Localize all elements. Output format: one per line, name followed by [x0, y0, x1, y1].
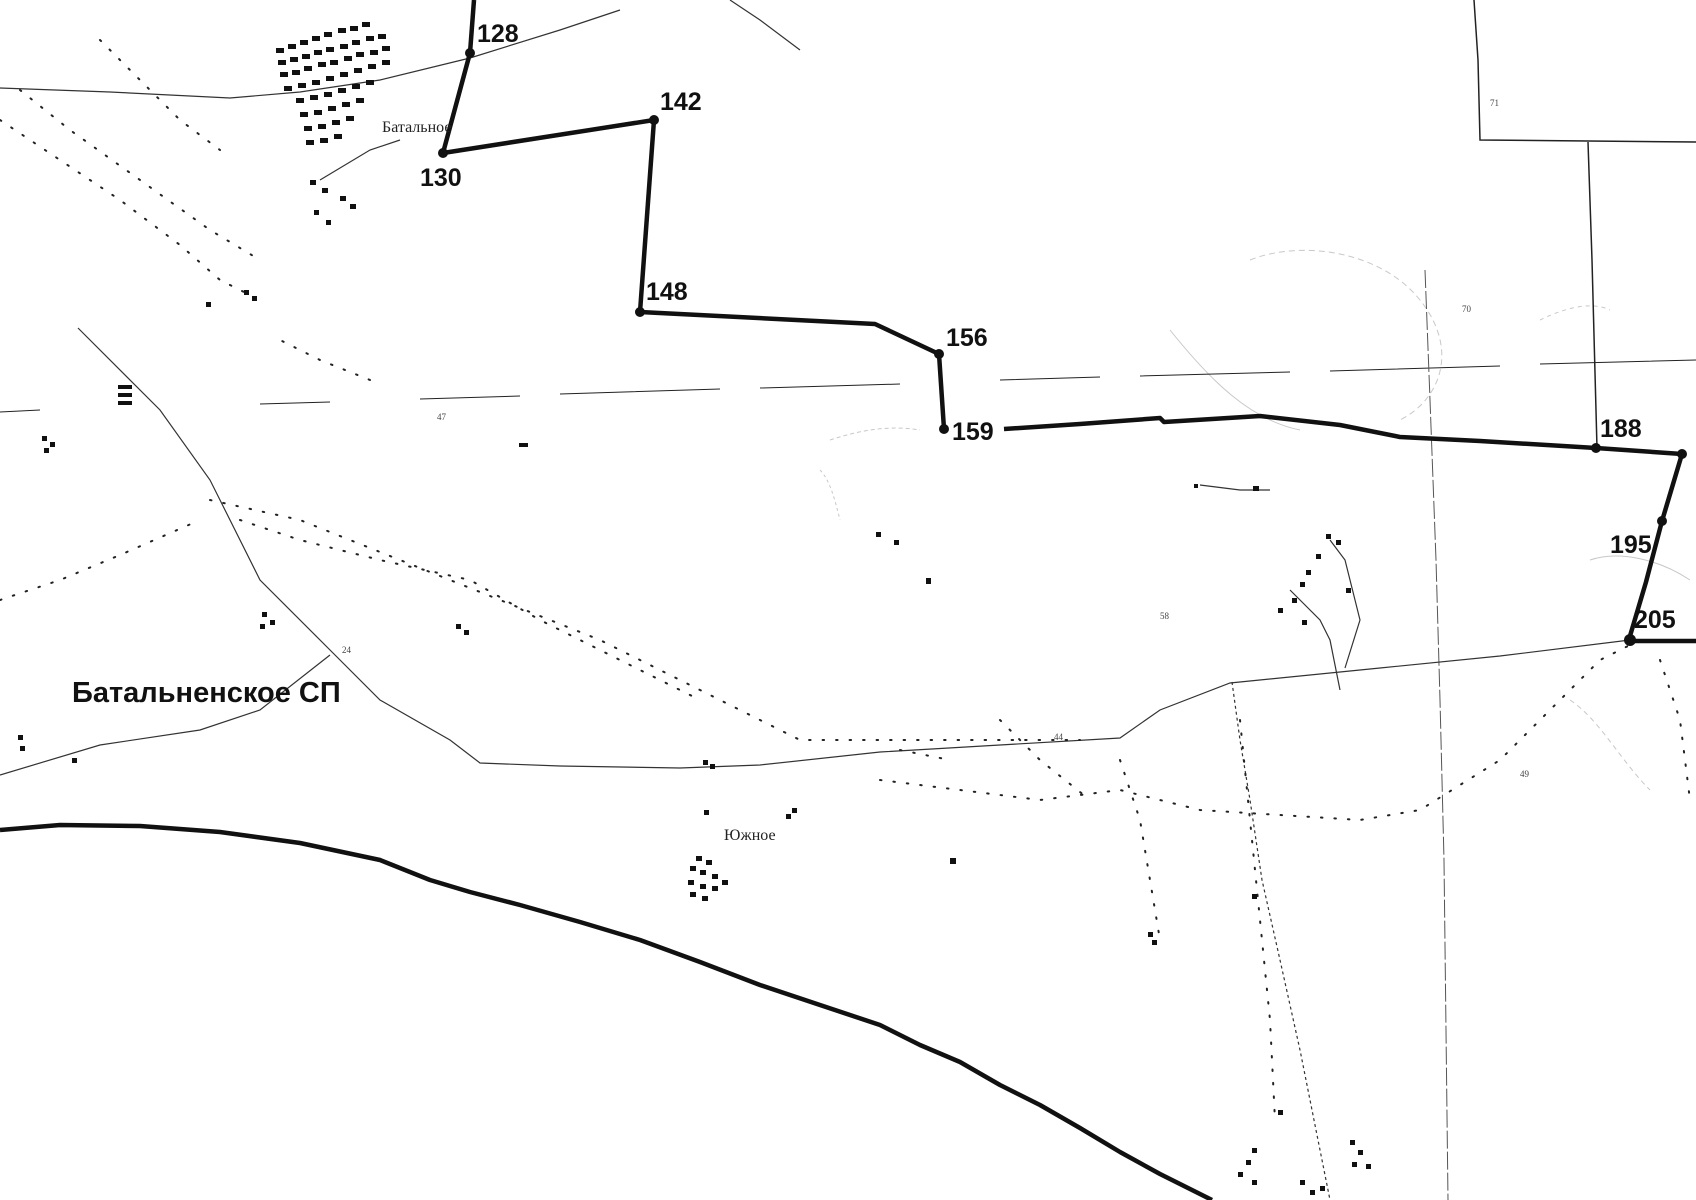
boundary-vertices: [438, 48, 1687, 646]
mark-49: 49: [1520, 769, 1530, 779]
point-label-148: 148: [646, 278, 688, 306]
village-batalnoe-buildings: [276, 22, 390, 225]
point-label-130: 130: [420, 164, 462, 192]
mark-24: 24: [342, 645, 352, 655]
village-yuzhnoe-buildings: [688, 856, 728, 901]
point-label-159: 159: [952, 418, 994, 446]
mark-70: 70: [1462, 304, 1472, 314]
mark-44: 44: [1054, 732, 1064, 742]
region-label: Батальненское СП: [72, 677, 341, 709]
point-label-195: 195: [1610, 531, 1652, 559]
faint-contours: [819, 249, 1691, 791]
settlement-label-yuzhnoe: Южное: [724, 827, 776, 844]
minor-marks: 47 70 71 58 49 24 44: [342, 98, 1530, 779]
point-label-128: 128: [477, 20, 519, 48]
municipal-boundary-line: [440, 0, 1696, 644]
dotted-lines: [0, 39, 1691, 1121]
mark-71: 71: [1490, 98, 1499, 108]
vertical-thin-line: [1424, 269, 1449, 1200]
coastline-boundary: [0, 822, 1214, 1200]
mark-58: 58: [1160, 611, 1170, 621]
point-label-205: 205: [1634, 606, 1676, 634]
vertex-labels: 128 130 142 148 156 159 188 195 205: [420, 20, 1676, 634]
scattered-buildings: [18, 290, 1371, 1195]
mark-47: 47: [437, 412, 447, 422]
settlement-label-batalnoe: Батальное: [382, 119, 451, 136]
thin-boundary-northeast: [1473, 0, 1696, 449]
point-label-142: 142: [660, 88, 702, 116]
point-label-156: 156: [946, 324, 988, 352]
point-label-188: 188: [1600, 415, 1642, 443]
dashed-axis-line: [0, 359, 1696, 413]
thin-roads: [0, 0, 1631, 1200]
